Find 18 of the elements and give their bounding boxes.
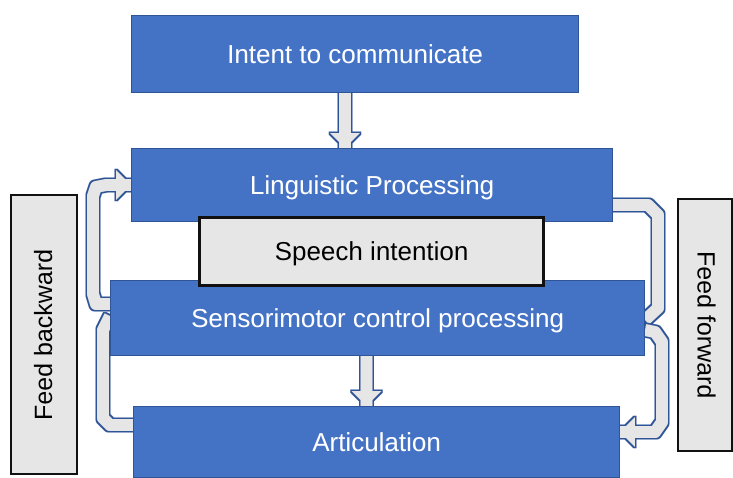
box-label: Sensorimotor control processing [191,302,564,334]
box-label: Feed backward [30,249,58,420]
process-box [131,148,613,222]
block-arrow [330,93,360,148]
box-label: Speech intention [274,236,468,267]
box-label: Intent to communicate [227,38,483,70]
speech-intention-box [198,216,545,287]
box-label: Articulation [312,426,441,458]
process-box [110,280,645,356]
process-box [131,15,579,93]
process-box [133,406,620,478]
feedback-label-box [677,198,733,452]
feedback-label-box [10,194,78,475]
box-label: Feed forward [690,251,720,399]
block-arrow [352,356,382,406]
block-arrow [620,324,668,447]
box-label: Linguistic Processing [250,170,494,200]
block-arrow [87,170,131,310]
